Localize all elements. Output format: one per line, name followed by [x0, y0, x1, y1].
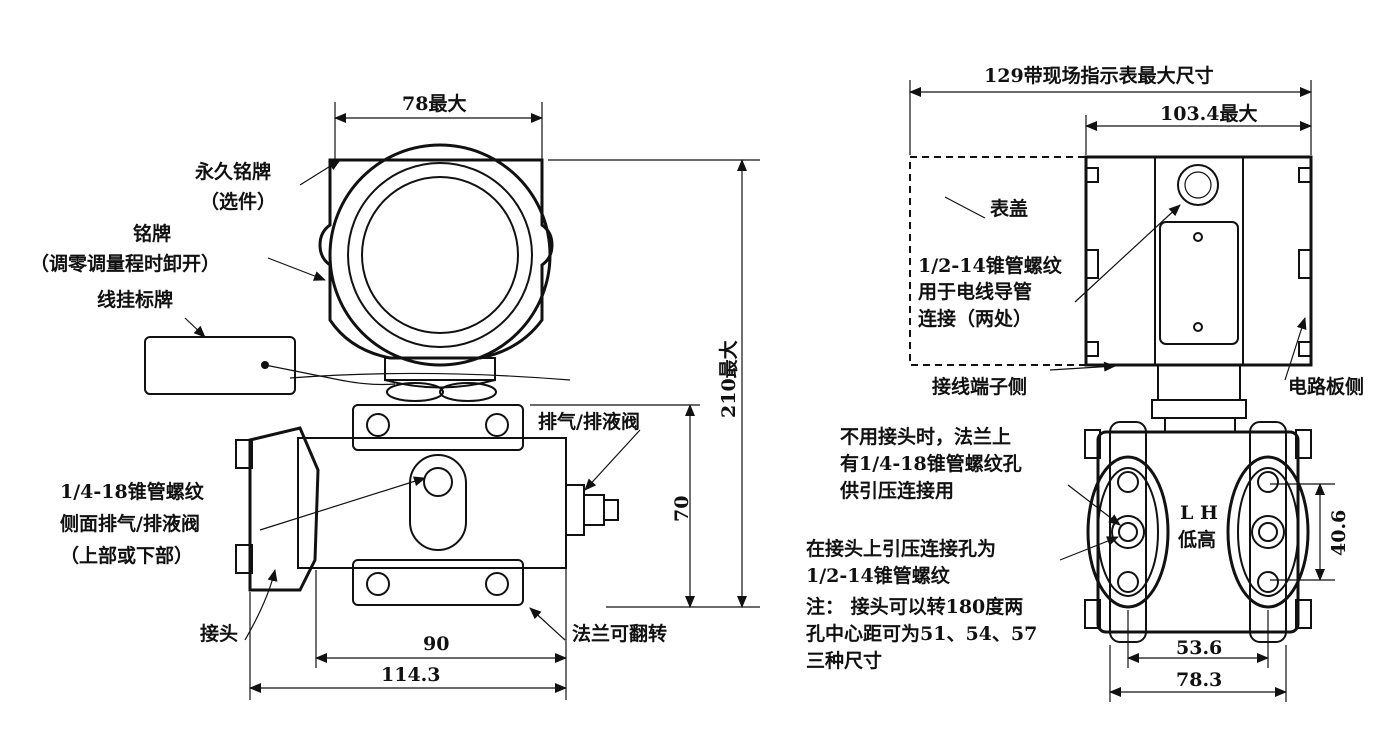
dim-114: 114.3 [381, 664, 441, 686]
label-note-distances: 孔中心距可为51、54、57 [806, 622, 1037, 645]
label-pressure-thread: 1/2-14锥管螺纹 [806, 564, 951, 587]
electronics-housing [289, 143, 571, 402]
right-dimensions [909, 80, 1335, 702]
label-permanent-nameplate: 永久铭牌 [194, 160, 271, 183]
label-terminal-side: 接线端子侧 [932, 375, 1027, 398]
dim-90: 90 [423, 633, 449, 655]
flange-body [235, 404, 619, 606]
left-view: 78最大 210最大 70 90 114.3 永久铭牌 （选件） 铭牌 （调零调… [30, 92, 760, 700]
label-circuit-side: 电路板侧 [1288, 375, 1364, 398]
dim-210: 210最大 [717, 340, 740, 418]
label-note: 注： 接头可以转180度两 [806, 595, 1023, 618]
label-side-vent-pos: （上部或下部） [60, 544, 193, 567]
label-flange-reversible: 法兰可翻转 [572, 622, 667, 645]
left-leaders [184, 159, 641, 641]
label-nameplate-note: （调零调量程时卸开） [30, 252, 220, 275]
label-pressure-hole: 在接头上引压连接孔为 [806, 537, 996, 560]
flange-front [1084, 421, 1312, 643]
dim-103: 103.4最大 [1160, 102, 1258, 125]
label-conduit-count: 连接（两处） [918, 307, 1032, 330]
label-wire-tag: 线挂标牌 [97, 288, 173, 311]
label-connector: 接头 [200, 623, 238, 645]
label-side-vent: 侧面排气/排液阀 [60, 512, 200, 535]
dim-53: 53.6 [1176, 637, 1222, 659]
dim-40: 40.6 [1328, 510, 1350, 556]
label-conduit-thread: 1/2-14锥管螺纹 [918, 254, 1063, 277]
dim-70: 70 [671, 496, 693, 522]
dim-78-3: 78.3 [1176, 669, 1222, 691]
left-dimensions [249, 102, 760, 700]
dim-78: 78最大 [402, 92, 466, 115]
label-note-sizes: 三种尺寸 [806, 649, 882, 672]
label-cover: 表盖 [990, 197, 1028, 220]
wire-tag [144, 336, 396, 395]
label-optional: （选件） [200, 190, 276, 213]
label-vent-valve: 排气/排液阀 [538, 410, 640, 433]
right-view: 129带现场指示表最大尺寸 103.4最大 表盖 1/2-14锥管螺纹 用于电线… [806, 64, 1364, 702]
label-no-connector-use: 供引压连接用 [839, 479, 954, 502]
dim-129: 129带现场指示表最大尺寸 [984, 64, 1214, 87]
label-side-vent-thread: 1/4-18锥管螺纹 [60, 480, 205, 503]
label-conduit-use: 用于电线导管 [918, 280, 1032, 303]
label-no-connector-hole: 有1/4-18锥管螺纹孔 [840, 452, 1022, 475]
label-nameplate: 铭牌 [133, 222, 171, 245]
label-low-high: 低高 [1177, 528, 1216, 551]
label-no-connector: 不用接头时，法兰上 [840, 425, 1011, 448]
housing-side [909, 155, 1313, 433]
label-lh: L H [1180, 502, 1218, 524]
right-leaders [944, 196, 1307, 561]
